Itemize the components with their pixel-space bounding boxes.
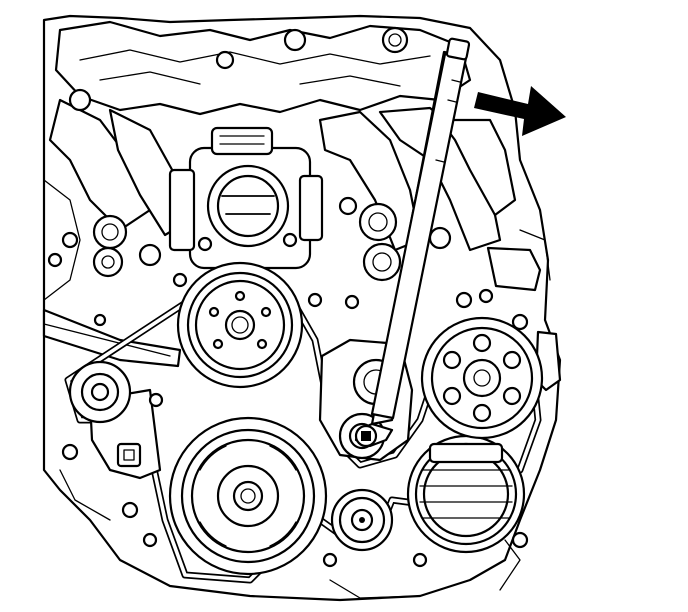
rotation-direction-arrow-icon bbox=[474, 86, 566, 136]
crankshaft-pulley bbox=[176, 261, 304, 389]
left-side-fittings bbox=[42, 88, 182, 368]
belt-tensioner bbox=[61, 360, 164, 480]
fastener-bolts bbox=[93, 272, 529, 568]
ac-compressor-pulley bbox=[168, 416, 328, 576]
power-steering-pulley bbox=[420, 316, 544, 440]
idler-pulley bbox=[330, 488, 394, 552]
throttle-body bbox=[168, 126, 324, 270]
breaker-bar bbox=[354, 37, 471, 448]
right-side-fittings bbox=[338, 196, 562, 392]
water-pump-pulley bbox=[406, 434, 526, 554]
